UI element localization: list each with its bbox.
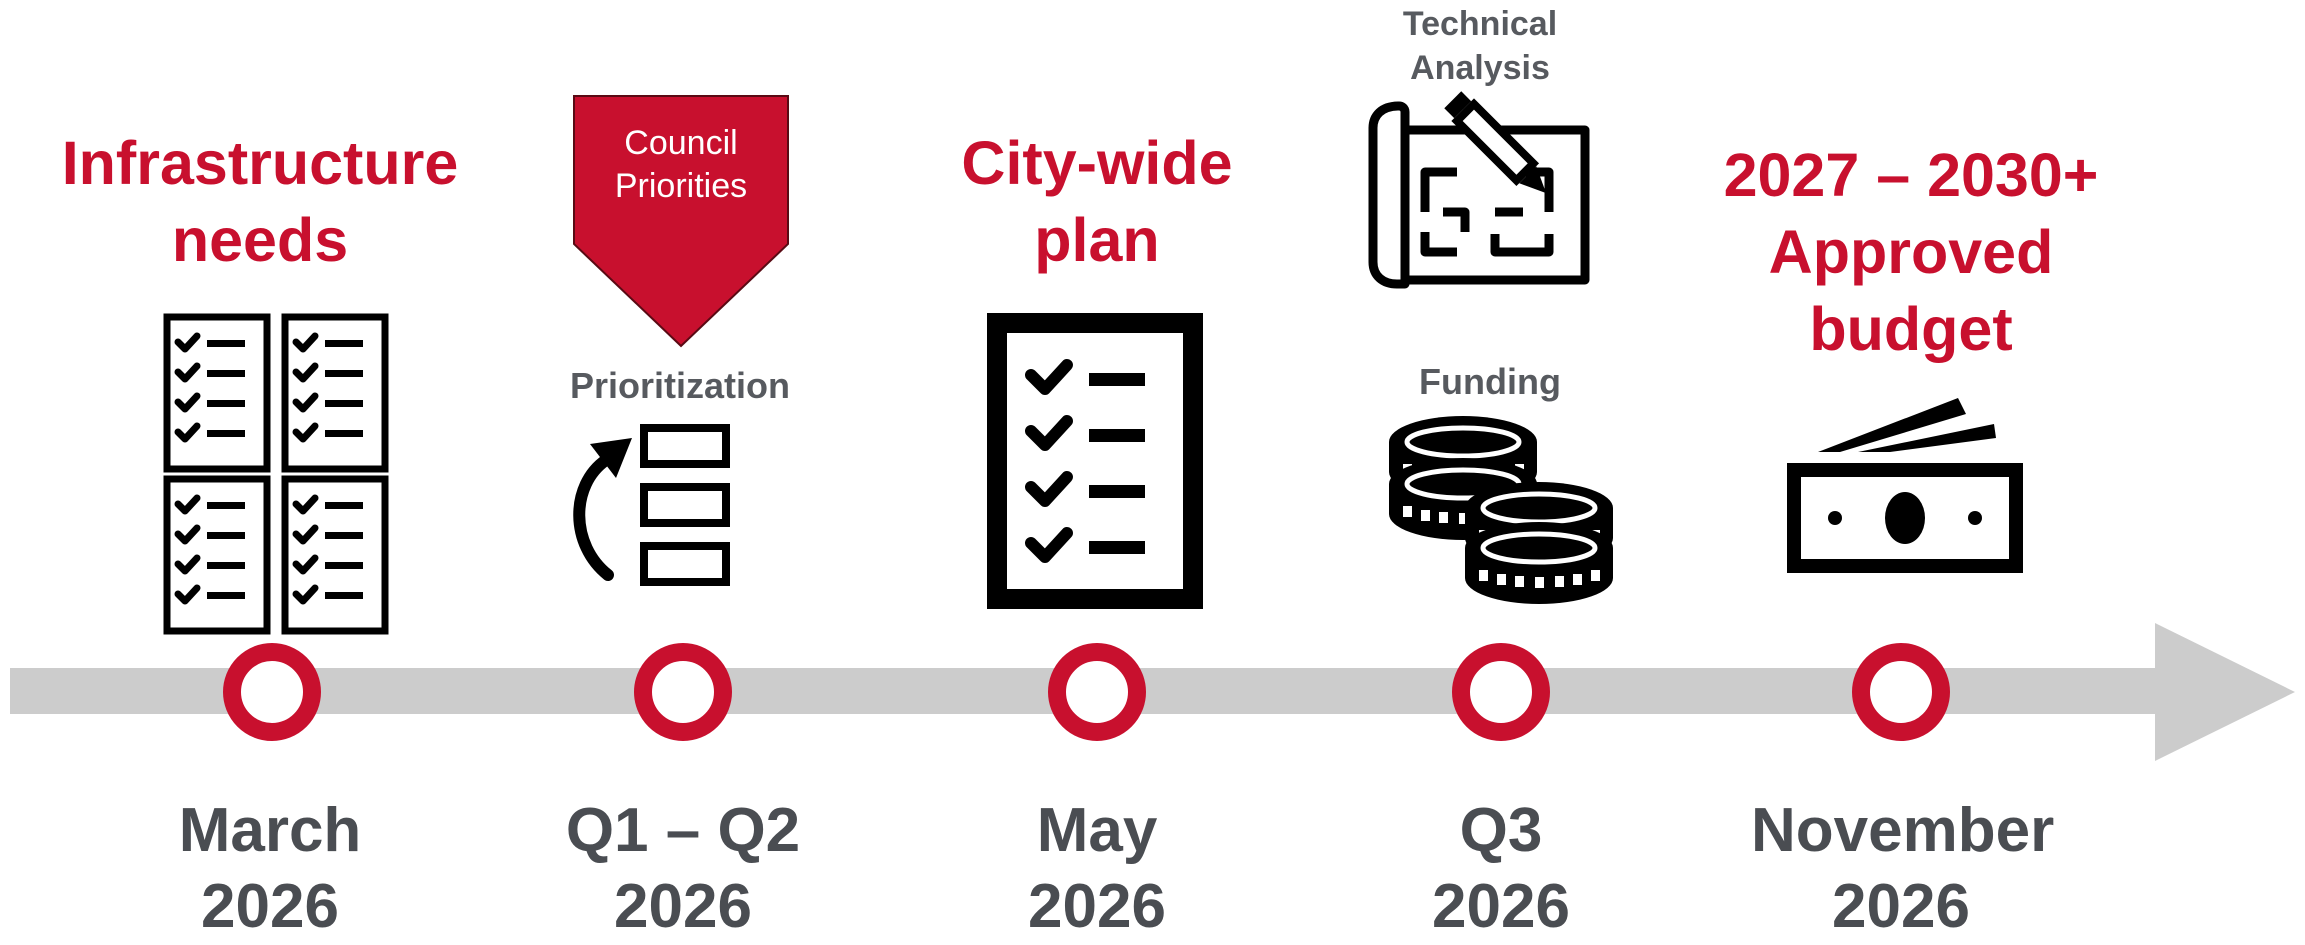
technical-analysis-line2: Analysis	[1410, 49, 1550, 87]
checklist-icon	[987, 313, 1203, 609]
milestone-4-date-line2: 2026	[1432, 872, 1570, 941]
milestone-1-title-line2: needs	[171, 206, 349, 274]
milestone-5-title-line1: 2027 – 2030+	[1723, 141, 2099, 209]
milestone-5-title-line3: budget	[1809, 295, 2013, 363]
milestone-3-date-line2: 2026	[1028, 872, 1166, 941]
technical-analysis-label: Technical Analysis	[1330, 2, 1630, 90]
milestone-2-date-line1: Q1 – Q2	[565, 796, 801, 865]
milestone-3-date: May 2026	[947, 793, 1247, 945]
coins-icon	[1385, 410, 1625, 620]
prioritization-icon	[573, 424, 730, 586]
milestone-4-date-line1: Q3	[1459, 796, 1543, 865]
badge-line2: Priorities	[614, 167, 748, 205]
milestone-3-date-line1: May	[1036, 796, 1158, 865]
council-priorities-text: Council Priorities	[572, 122, 790, 208]
milestone-5-title-line2: Approved	[1768, 218, 2054, 286]
milestone-5-date-line1: November	[1751, 796, 2055, 865]
milestone-2-date-line2: 2026	[614, 872, 752, 941]
badge-line1: Council	[624, 124, 738, 162]
milestone-1-date-line1: March	[178, 796, 362, 865]
milestone-5-title: 2027 – 2030+ Approved budget	[1681, 137, 2141, 368]
funding-label: Funding	[1419, 361, 1561, 402]
prioritization-label: Prioritization	[569, 365, 790, 406]
technical-analysis-line1: Technical	[1402, 5, 1558, 43]
milestone-1-date: March 2026	[120, 793, 420, 945]
milestone-3-title-line2: plan	[1034, 206, 1160, 274]
timeline-marker-3	[1048, 643, 1146, 741]
checklist-grid-icon	[160, 310, 400, 630]
timeline-marker-1	[223, 643, 321, 741]
milestone-1-title-line1: Infrastructure	[61, 129, 459, 197]
milestone-5-date: November 2026	[1751, 793, 2055, 945]
milestone-2-date: Q1 – Q2 2026	[533, 793, 833, 945]
timeline-marker-5	[1852, 643, 1950, 741]
milestone-3-title: City-wide plan	[887, 125, 1307, 279]
milestone-4-date: Q3 2026	[1351, 793, 1651, 945]
timeline-marker-4	[1452, 643, 1550, 741]
milestone-5-date-line2: 2026	[1832, 872, 1970, 941]
timeline-marker-2	[634, 643, 732, 741]
blueprint-icon	[1368, 91, 1590, 289]
milestone-1-title: Infrastructure needs	[20, 125, 500, 279]
milestone-1-date-line2: 2026	[201, 872, 339, 941]
council-priorities-badge	[573, 95, 789, 348]
milestone-3-title-line1: City-wide	[961, 129, 1233, 197]
money-icon	[1787, 398, 2023, 573]
